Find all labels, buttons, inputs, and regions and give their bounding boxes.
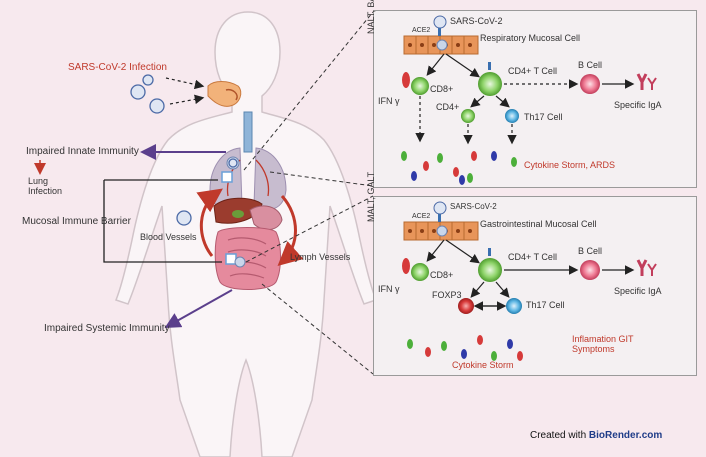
virus-label: SARS-CoV-2 (450, 16, 503, 26)
cytokine-dots (401, 151, 517, 185)
virus-icon (433, 201, 447, 215)
cd4-t-cell-label: CD4+ T Cell (508, 66, 557, 76)
virus-icon (433, 15, 447, 29)
ifn-marker (402, 258, 410, 274)
foxp3-cell (458, 298, 474, 314)
blood-vessels-label: Blood Vessels (140, 232, 197, 242)
b-cell (580, 74, 600, 94)
malt-galt-label: MALT, GALT (366, 171, 376, 222)
th17-label: Th17 Cell (526, 300, 565, 310)
impaired-innate-label: Impaired Innate Immunity (26, 146, 139, 157)
impaired-systemic-label: Impaired Systemic Immunity (44, 323, 170, 334)
antibody-icon (636, 73, 648, 90)
ace2-label: ACE2 (412, 27, 431, 34)
gi-mucosal-cell-label: Gastrointestinal Mucosal Cell (480, 219, 597, 229)
credit-brand: BioRender.com (588, 430, 663, 441)
inflamation-git-line2: Symptoms (572, 344, 615, 354)
mucosal-barrier-label: Mucosal Immune Barrier (22, 216, 131, 227)
cytokine-storm-label: Cytokine Storm (452, 360, 514, 370)
infection-title: SARS-CoV-2 Infection (68, 62, 167, 73)
b-cell-label: B Cell (578, 60, 603, 70)
lung-infection-line1: Lung (28, 176, 49, 186)
ifn-label: IFN γ (378, 284, 400, 294)
cd4-t-cell-label: CD4+ T Cell (508, 252, 557, 262)
cd4-cell (461, 109, 475, 123)
b-cell (580, 260, 600, 280)
inflamation-git-line1: Inflamation GIT (572, 334, 634, 344)
respiratory-mucosal-cell-label: Respiratory Mucosal Cell (480, 33, 581, 43)
ifn-label: IFN γ (378, 96, 400, 106)
specific-iga-label: Specific IgA (614, 286, 662, 296)
cd4-t-cell (478, 258, 502, 282)
credit-prefix: Created with (530, 430, 589, 441)
specific-iga-label: Specific IgA (614, 100, 662, 110)
cd4-t-cell (478, 72, 502, 96)
ace2-label: ACE2 (412, 213, 431, 220)
cytokine-storm-ards-label: Cytokine Storm, ARDS (524, 160, 616, 170)
cd8-cell (411, 263, 429, 281)
respiratory-mucosa-icon (403, 35, 479, 55)
ifn-marker (402, 72, 410, 88)
foxp3-label: FOXP3 (432, 290, 462, 300)
cd8-cell (411, 77, 429, 95)
lung-infection-line2: Infection (28, 186, 63, 196)
cd4-label: CD4+ (436, 102, 460, 112)
biorender-credit: Created with BioRender.com (530, 430, 662, 441)
cd8-label: CD8+ (430, 270, 454, 280)
virus-icon (130, 74, 238, 226)
nasal-cavity-icon (207, 81, 242, 107)
b-cell-label: B Cell (578, 246, 603, 256)
antibody-icon (636, 259, 648, 276)
th17-label: Th17 Cell (524, 112, 563, 122)
intestines-icon (214, 227, 281, 290)
gi-mucosa-icon (403, 221, 479, 241)
th17-cell (506, 298, 522, 314)
nalt-balt-label: NALT, BALT (366, 0, 376, 34)
liver-icon (213, 197, 283, 230)
cytokine-dots (407, 335, 523, 361)
th17-cell (505, 109, 519, 123)
lymph-vessels-label: Lymph Vessels (290, 252, 351, 262)
virus-label: SARS-CoV-2 (450, 202, 497, 211)
cd8-label: CD8+ (430, 84, 454, 94)
